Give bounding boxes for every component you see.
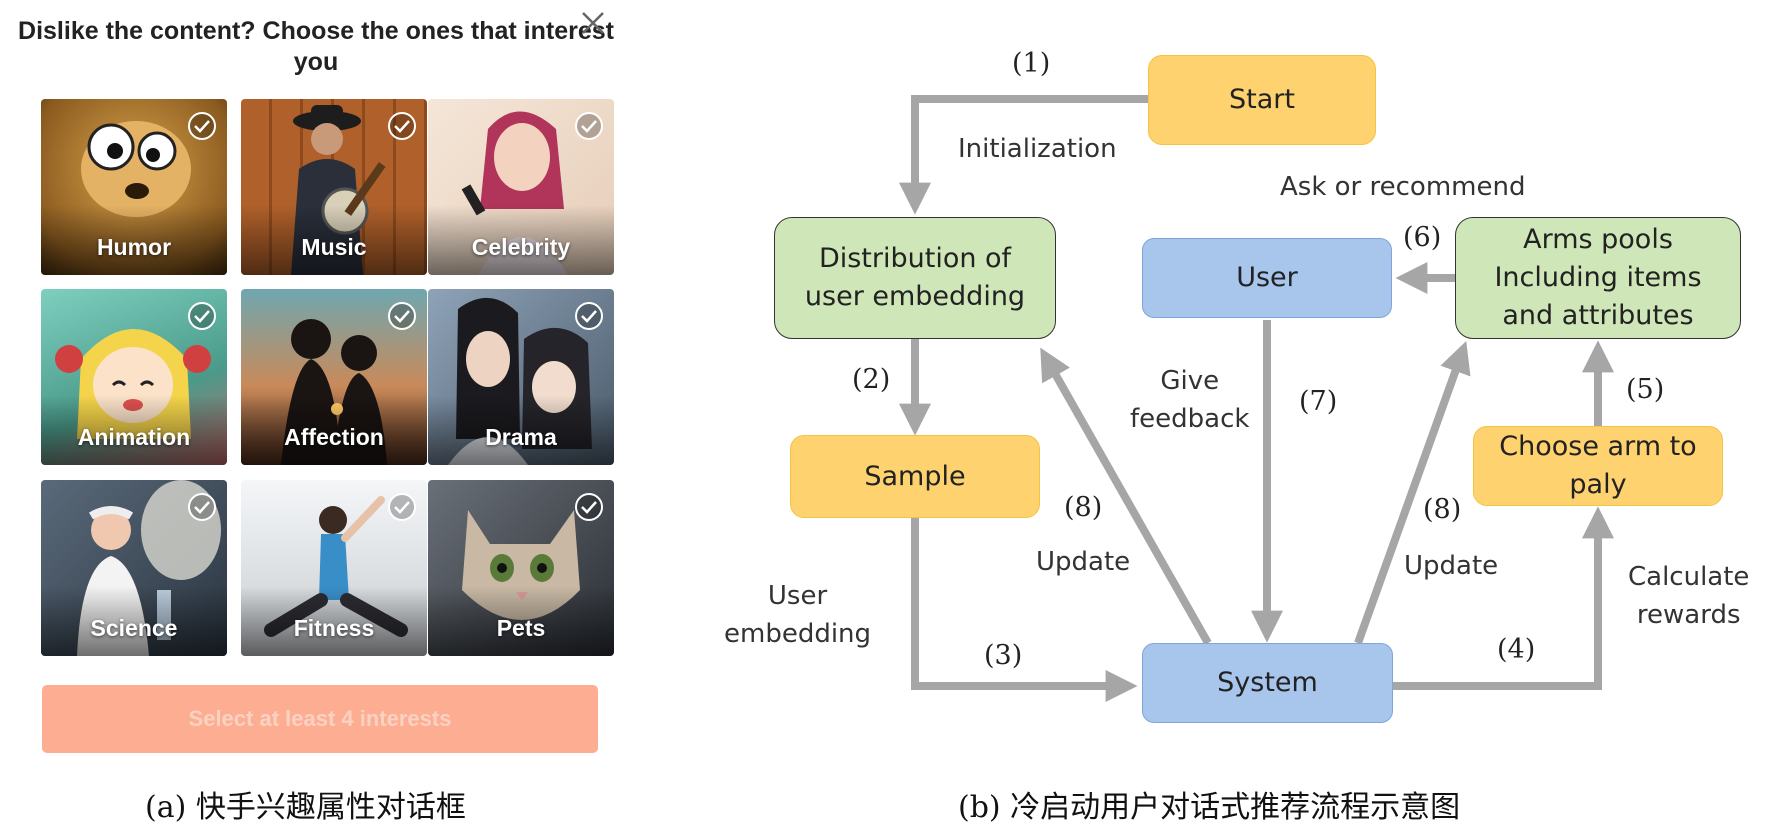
interest-tile-fitness[interactable]: Fitness (241, 480, 427, 656)
node-choose-arm: Choose arm to paly (1473, 426, 1723, 506)
node-distribution-line2: user embedding (804, 281, 1026, 312)
node-distribution-line1: Distribution of (818, 243, 1012, 274)
tile-label: Affection (284, 424, 384, 450)
step-4: (4) (1497, 634, 1536, 665)
node-choose-line2: paly (1569, 469, 1627, 500)
checkmark-icon (388, 493, 416, 521)
arrow-update-arms (1354, 340, 1471, 645)
step-1: (1) (1012, 48, 1051, 79)
tile-label: Pets (496, 615, 546, 641)
tile-label: Humor (96, 234, 172, 260)
interest-tile-celebrity[interactable]: Celebrity (428, 99, 614, 275)
node-user: User (1142, 238, 1392, 318)
label-calculate-rewards-line2: rewards (1636, 600, 1741, 630)
interest-tile-animation[interactable]: Animation (41, 289, 227, 465)
node-sample: Sample (790, 435, 1040, 518)
step-3: (3) (984, 640, 1023, 671)
checkmark-icon (188, 302, 216, 330)
label-user-embedding-line1: User (767, 581, 828, 611)
step-8-right: (8) (1423, 494, 1462, 525)
label-ask-or-recommend: Ask or recommend (1280, 172, 1526, 202)
interest-tile-science[interactable]: Science (41, 480, 227, 656)
node-arms-line2: Including items (1494, 262, 1702, 293)
interest-tile-pets[interactable]: Pets (428, 480, 614, 656)
checkmark-icon (575, 493, 603, 521)
label-calculate-rewards: Calculate rewards (1628, 558, 1749, 634)
arrow-system-to-choose (1393, 506, 1614, 690)
node-choose-line1: Choose arm to (1499, 431, 1697, 462)
interest-dialog: Dislike the content? Choose the ones tha… (0, 0, 620, 837)
tile-label: Celebrity (471, 234, 571, 260)
step-8-left: (8) (1064, 492, 1103, 523)
node-system: System (1142, 643, 1393, 723)
node-user-label: User (1236, 262, 1298, 293)
caption-b: (b) 冷启动用户对话式推荐流程示意图 (958, 790, 1461, 825)
arrow-sample-to-system (911, 517, 1138, 702)
arrow-update-distribution (1040, 347, 1212, 645)
node-distribution: Distribution of user embedding (774, 217, 1056, 339)
node-sample-label: Sample (864, 460, 966, 492)
label-user-embedding: User embedding (724, 577, 871, 653)
label-give-feedback-line2: feedback (1130, 404, 1250, 434)
tile-label: Animation (77, 424, 191, 450)
label-initialization: Initialization (958, 134, 1117, 164)
tile-label: Drama (485, 424, 557, 450)
node-start-label: Start (1229, 84, 1295, 115)
interest-tile-affection[interactable]: Affection (241, 289, 427, 465)
node-start: Start (1148, 55, 1376, 145)
close-icon[interactable] (578, 8, 608, 38)
step-2: (2) (852, 364, 891, 395)
interest-tile-drama[interactable]: Drama (428, 289, 614, 465)
interest-tile-humor[interactable]: Humor (41, 99, 227, 275)
caption-a: (a) 快手兴趣属性对话框 (145, 790, 466, 825)
arrow-start-to-distribution (899, 95, 1150, 215)
tile-label: Fitness (293, 615, 375, 641)
checkmark-icon (188, 493, 216, 521)
checkmark-icon (575, 302, 603, 330)
step-7: (7) (1299, 386, 1338, 417)
checkmark-icon (188, 112, 216, 140)
label-give-feedback-line1: Give (1160, 366, 1220, 396)
label-update-left: Update (1036, 547, 1131, 577)
label-give-feedback: Give feedback (1130, 362, 1249, 438)
interest-tile-music[interactable]: Music (241, 99, 427, 275)
dialog-title: Dislike the content? Choose the ones tha… (18, 17, 614, 76)
label-calculate-rewards-line1: Calculate (1628, 562, 1750, 592)
node-arms-line3: and attributes (1502, 300, 1694, 331)
checkmark-icon (388, 302, 416, 330)
label-user-embedding-line2: embedding (724, 619, 872, 649)
node-arms-line1: Arms pools (1523, 224, 1673, 255)
tile-label: Science (90, 615, 178, 641)
step-5: (5) (1626, 374, 1665, 405)
node-system-label: System (1217, 667, 1318, 698)
checkmark-icon (575, 112, 603, 140)
select-interests-button[interactable]: Select at least 4 interests (42, 685, 598, 753)
checkmark-icon (388, 112, 416, 140)
node-arms-pools: Arms pools Including items and attribute… (1455, 217, 1741, 339)
tile-label: Music (301, 234, 367, 260)
step-6: (6) (1403, 222, 1442, 253)
label-update-right: Update (1404, 551, 1499, 581)
